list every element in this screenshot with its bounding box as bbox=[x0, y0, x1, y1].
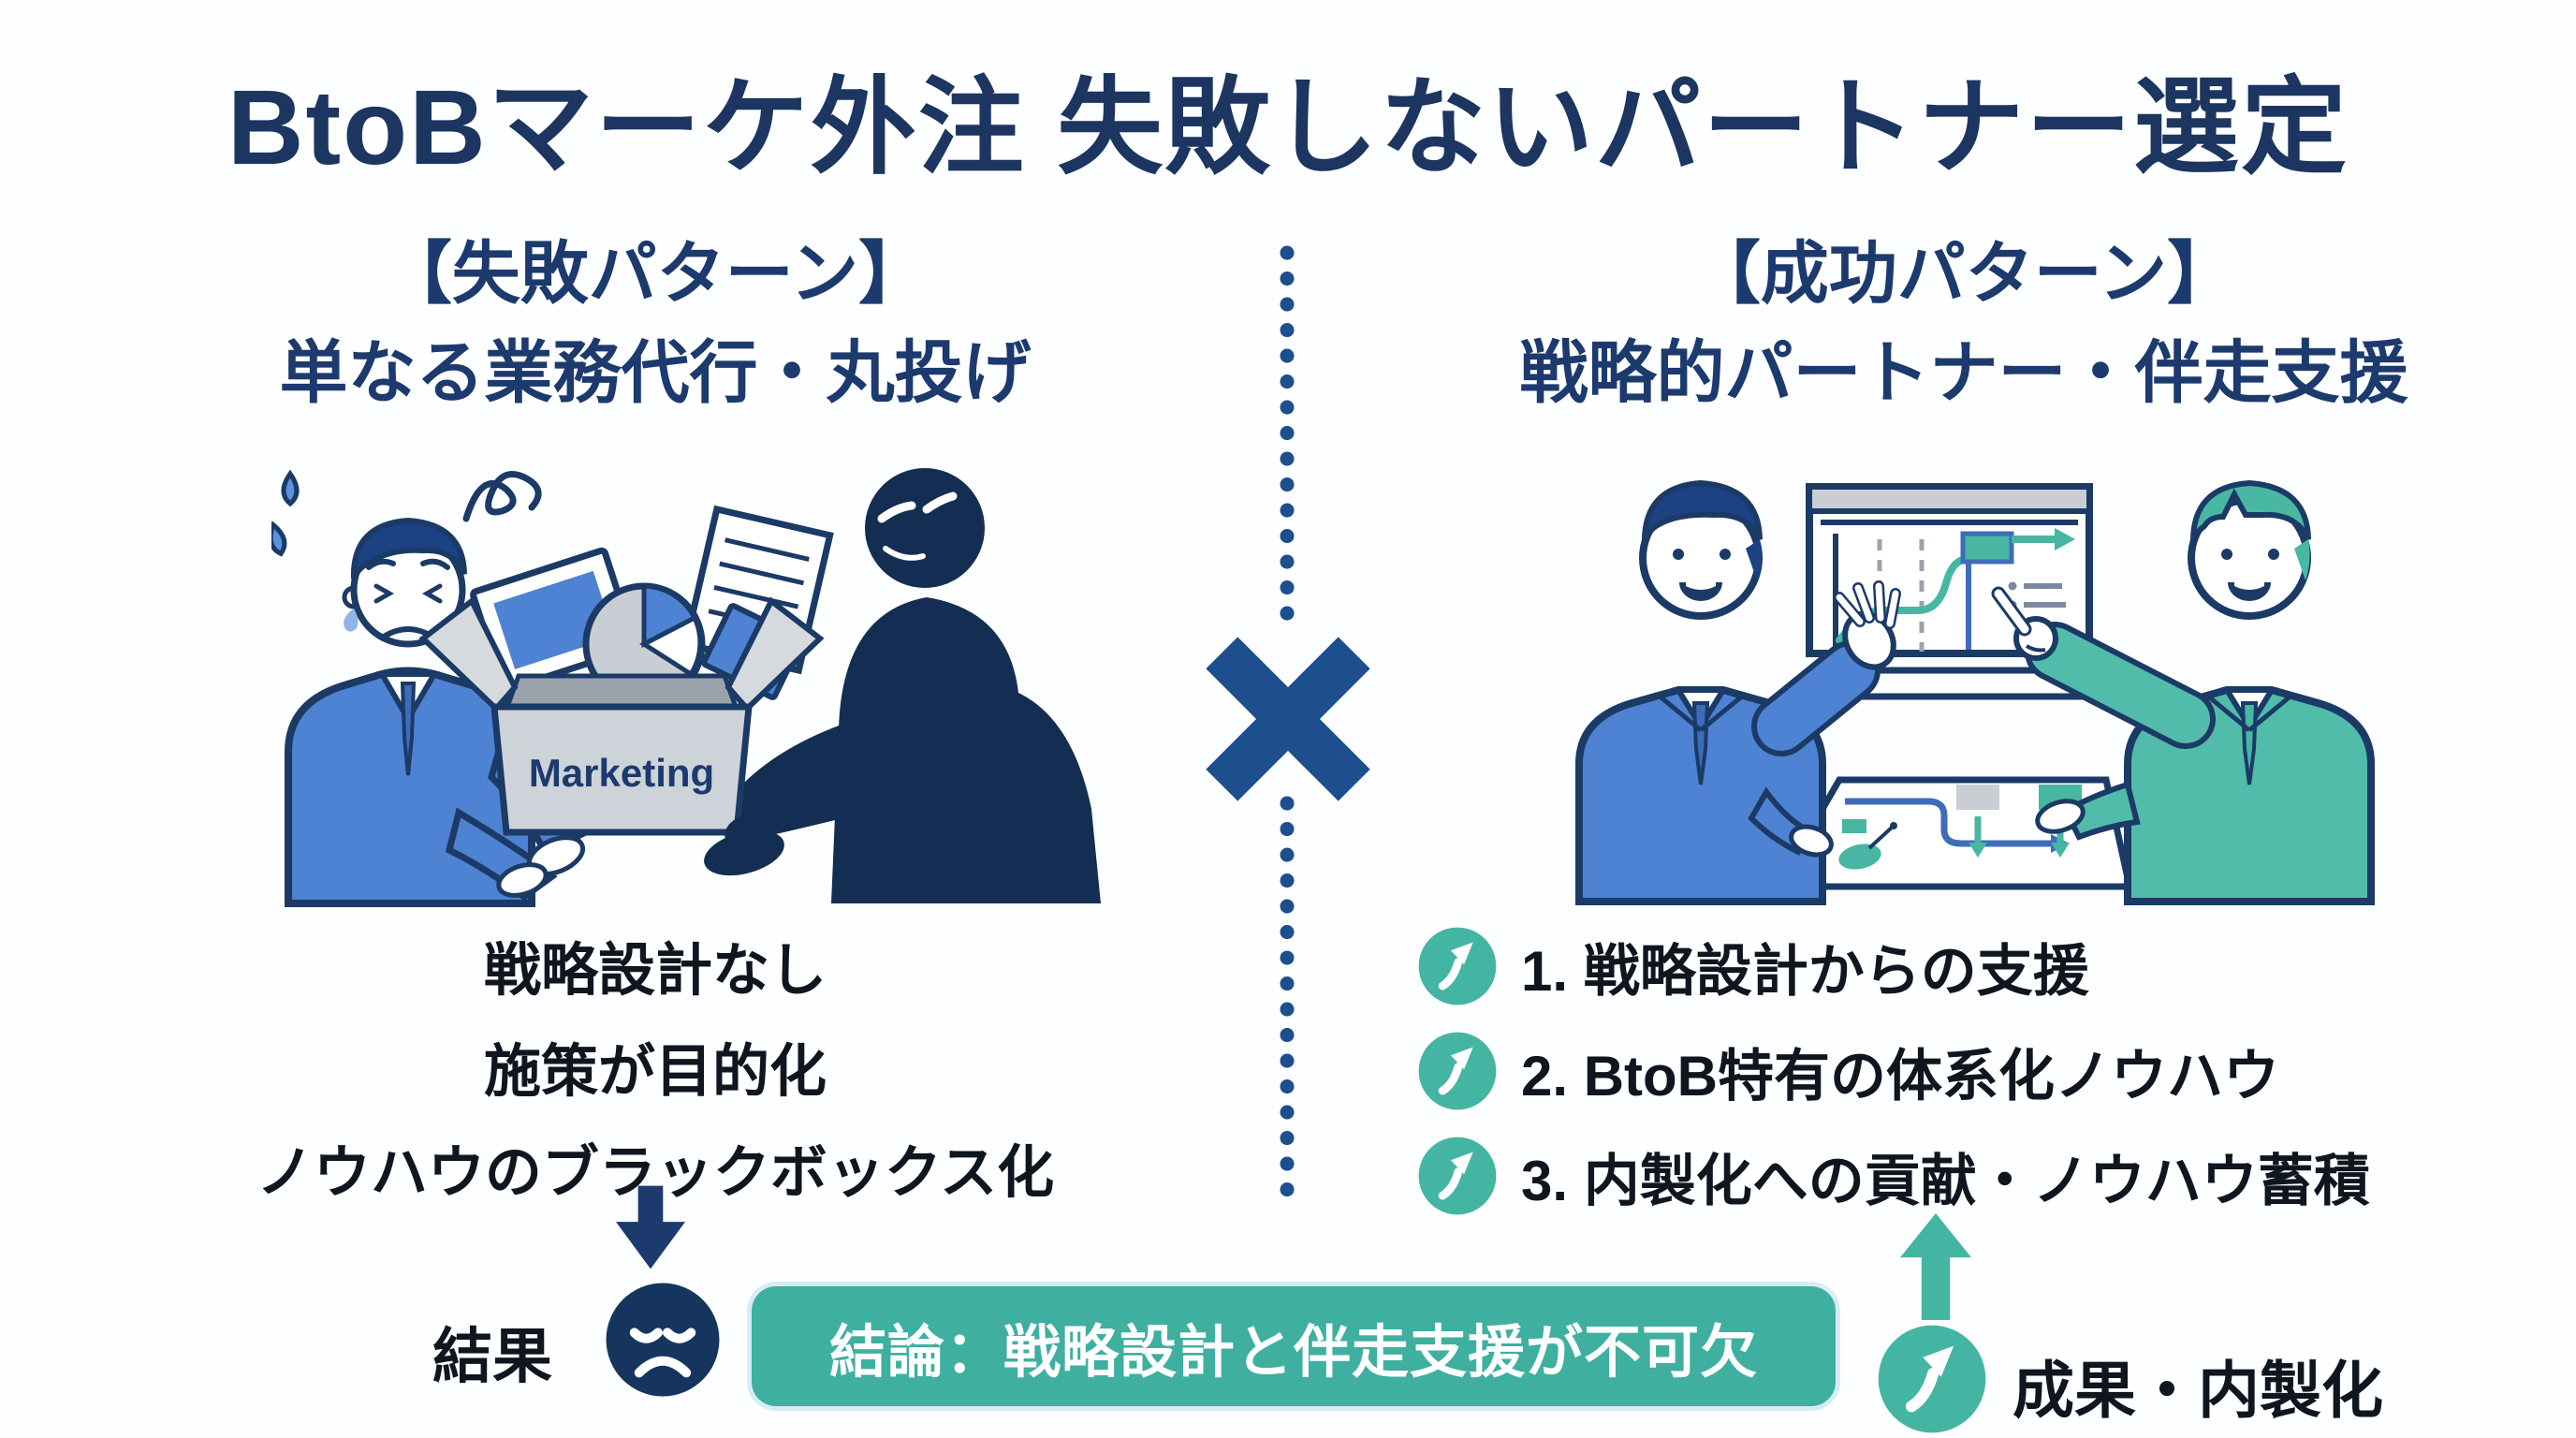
failure-heading: 【失敗パターン】 単なる業務代行・丸投げ bbox=[187, 225, 1123, 423]
success-heading-line2: 戦略的パートナー・伴走支援 bbox=[1519, 335, 2408, 411]
failure-heading-line1: 【失敗パターン】 bbox=[383, 236, 928, 312]
shady-vendor-silhouette bbox=[722, 468, 1101, 903]
success-illustration bbox=[1575, 479, 2375, 905]
sad-face-icon bbox=[606, 1283, 720, 1397]
navy-hair bbox=[350, 517, 467, 580]
sweat-drops-icon bbox=[271, 469, 300, 557]
teal-suit-partner-figure bbox=[1991, 479, 2375, 905]
failure-issue-1: 戦略設計なし bbox=[483, 938, 827, 1002]
growth-arrow-circle-icon bbox=[1416, 1030, 1499, 1112]
failure-issue-2: 施策が目的化 bbox=[483, 1039, 827, 1103]
outcome-label: 成果・内製化 bbox=[2012, 1356, 2383, 1425]
page-title: BtoBマーケ外注 失敗しないパートナー選定 bbox=[227, 68, 2349, 186]
conclusion-banner: 結論：戦略設計と伴走支援が不可欠 bbox=[752, 1286, 1836, 1406]
silhouette-hand bbox=[704, 815, 784, 876]
cross-icon bbox=[1206, 637, 1370, 801]
benefit-item-1: 1. 戦略設計からの支援 bbox=[1521, 939, 2089, 1003]
failure-heading-line2: 単なる業務代行・丸投げ bbox=[279, 335, 1032, 411]
sly-eyes bbox=[877, 492, 958, 523]
up-arrow-icon bbox=[1900, 1213, 1971, 1320]
success-heading: 【成功パターン】 戦略的パートナー・伴走支援 bbox=[1496, 225, 2432, 423]
blue-suit-partner-figure bbox=[1575, 479, 1901, 905]
failure-illustration: Marketing bbox=[271, 468, 1101, 907]
benefit-row-3: 3. 内製化への貢献・ノウハウ蓄積 bbox=[1416, 1133, 2370, 1219]
cheek-sweat bbox=[344, 609, 359, 632]
success-heading-line1: 【成功パターン】 bbox=[1691, 236, 2236, 312]
box-label: Marketing bbox=[529, 751, 714, 795]
growth-arrow-circle-icon bbox=[1878, 1325, 1986, 1433]
benefit-item-2: 2. BtoB特有の体系化ノウハウ bbox=[1521, 1044, 2279, 1108]
result-label: 結果 bbox=[432, 1323, 552, 1390]
conclusion-text: 結論：戦略設計と伴走支援が不可欠 bbox=[828, 1319, 1758, 1384]
down-arrow-icon bbox=[616, 1185, 685, 1269]
marketing-box: Marketing bbox=[418, 596, 825, 836]
stress-scribble-icon bbox=[462, 471, 542, 522]
benefit-row-1: 1. 戦略設計からの支援 bbox=[1416, 923, 2089, 1009]
benefit-item-3: 3. 内製化への貢献・ノウハウ蓄積 bbox=[1521, 1149, 2370, 1212]
growth-arrow-circle-icon bbox=[1416, 1135, 1499, 1217]
vertical-dotted-line bbox=[1280, 245, 1295, 1219]
growth-arrow-circle-icon bbox=[1416, 925, 1499, 1007]
benefit-row-2: 2. BtoB特有の体系化ノウハウ bbox=[1416, 1028, 2279, 1114]
